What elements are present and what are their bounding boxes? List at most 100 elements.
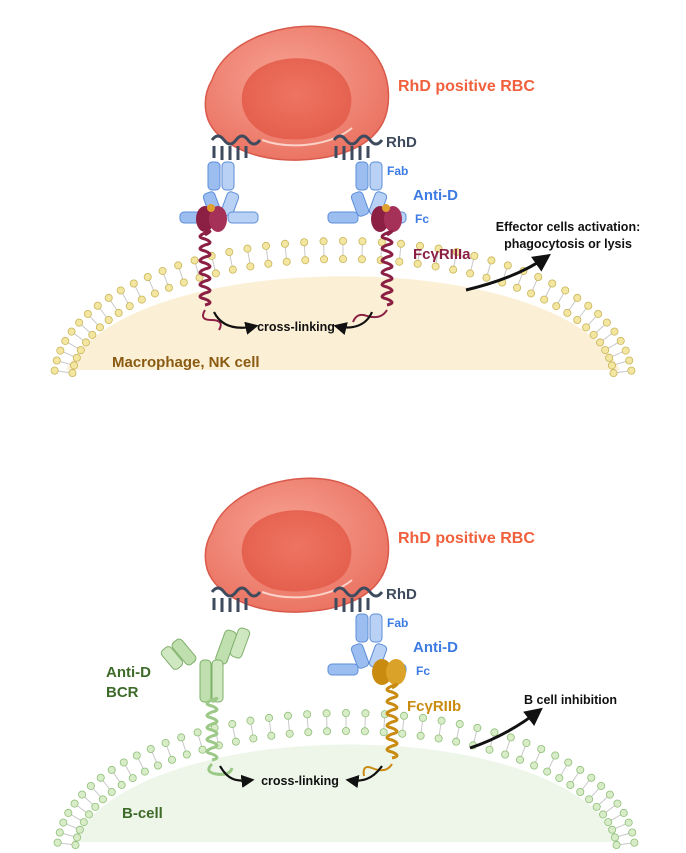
lipid-head [576,787,585,796]
lipid-head [592,802,601,811]
crosslink-arrow-left [213,311,259,335]
lipid-head [597,781,606,790]
lipid-head [601,346,610,355]
lipid-head [573,293,582,302]
lipid-head [551,751,560,760]
lipid-head [482,273,491,282]
lipid-head [129,279,138,288]
lipid-head [246,716,255,725]
lipid-head [466,269,475,278]
outcome-label-top-line1: Effector cells activation: [496,220,641,234]
lipid-head [119,758,128,767]
lipid-head [555,774,564,783]
lipid-head [53,838,62,847]
fc-label-bottom: Fc [416,664,430,678]
lipid-head [228,265,237,274]
lipid-head [96,773,105,782]
lipid-head [576,765,585,774]
lipid-head [530,761,539,770]
lipid-head [503,261,512,270]
lipid-head [616,336,625,345]
lipid-head [228,720,237,729]
rhd-antigen-left [210,134,262,160]
crosslink-label-bottom: cross-linking [261,774,339,788]
inhibition-arrow [469,707,543,750]
lipid-head [416,731,425,740]
anti-d-antibody-left [179,161,259,224]
crosslink-label-top: cross-linking [257,320,335,334]
lipid-head [473,723,482,732]
lipid-head [243,244,252,253]
lipid-head [587,773,596,782]
anti-d-bcr [160,627,251,776]
lipid-head [190,256,199,265]
lipid-head [501,750,510,759]
lipid-head [81,338,90,347]
lipid-head [104,315,113,324]
lipid-head [627,366,636,375]
lipid-head [91,802,100,811]
lipid-head [64,808,73,817]
lipid-head [610,327,619,336]
lipid-head [71,841,80,850]
lipid-head [150,289,159,298]
lipid-head [584,301,593,310]
lipid-head [357,255,366,264]
lipid-head [67,327,76,336]
crosslink-arrow-left-bottom [219,765,255,788]
lipid-head [95,323,104,332]
lipid-head [282,257,291,266]
lipid-head [589,330,598,339]
rbc-bottom [204,477,390,613]
lipid-head [283,711,292,720]
lipid-head [70,799,79,808]
lipid-head [360,727,369,736]
outcome-label-top-line2: phagocytosis or lysis [504,237,632,251]
lipid-head [300,238,309,247]
lipid-head [246,262,255,271]
lipid-head [319,237,328,246]
lipid-head [182,750,191,759]
lipid-head [267,731,276,740]
lipid-head [73,833,82,842]
lipid-head [564,758,573,767]
bcr-label-line1: Anti-D [106,664,151,681]
lipid-head [413,259,422,268]
bcr-label-line2: BCR [106,684,139,701]
lipid-head [566,780,575,789]
lipid-head [338,236,347,245]
lipid-head [341,727,350,736]
lipid-head [320,255,329,264]
lipid-head [50,366,59,375]
lipid-head [607,361,616,370]
lipid-head [76,346,85,355]
lipid-head [604,818,613,827]
lipid-head [104,293,113,302]
lipid-head [143,272,152,281]
lipid-head [86,781,95,790]
lipid-head [75,318,84,327]
lipid-head [137,295,146,304]
lipid-head [323,727,332,736]
lipid-head [107,765,116,774]
lipid-head [522,738,531,747]
fcgriiia-label: FcγRIIIa [413,246,471,263]
lipid-head [52,356,61,365]
lipid-head [621,346,630,355]
lipid-head [70,361,79,370]
lipid-head [602,318,611,327]
lipid-head [548,279,557,288]
lipid-head [341,709,350,718]
lipid-head [434,244,443,253]
lipid-head [573,315,582,324]
lipid-head [225,248,234,257]
rhd-label-top: RhD [386,134,417,151]
lipid-head [400,711,409,720]
lipid-head [379,728,388,737]
lipid-head [605,353,614,362]
lipid-head [452,737,461,746]
lipid-head [437,716,446,725]
fcgriib-receptor [362,659,406,777]
lipid-head [552,302,561,311]
